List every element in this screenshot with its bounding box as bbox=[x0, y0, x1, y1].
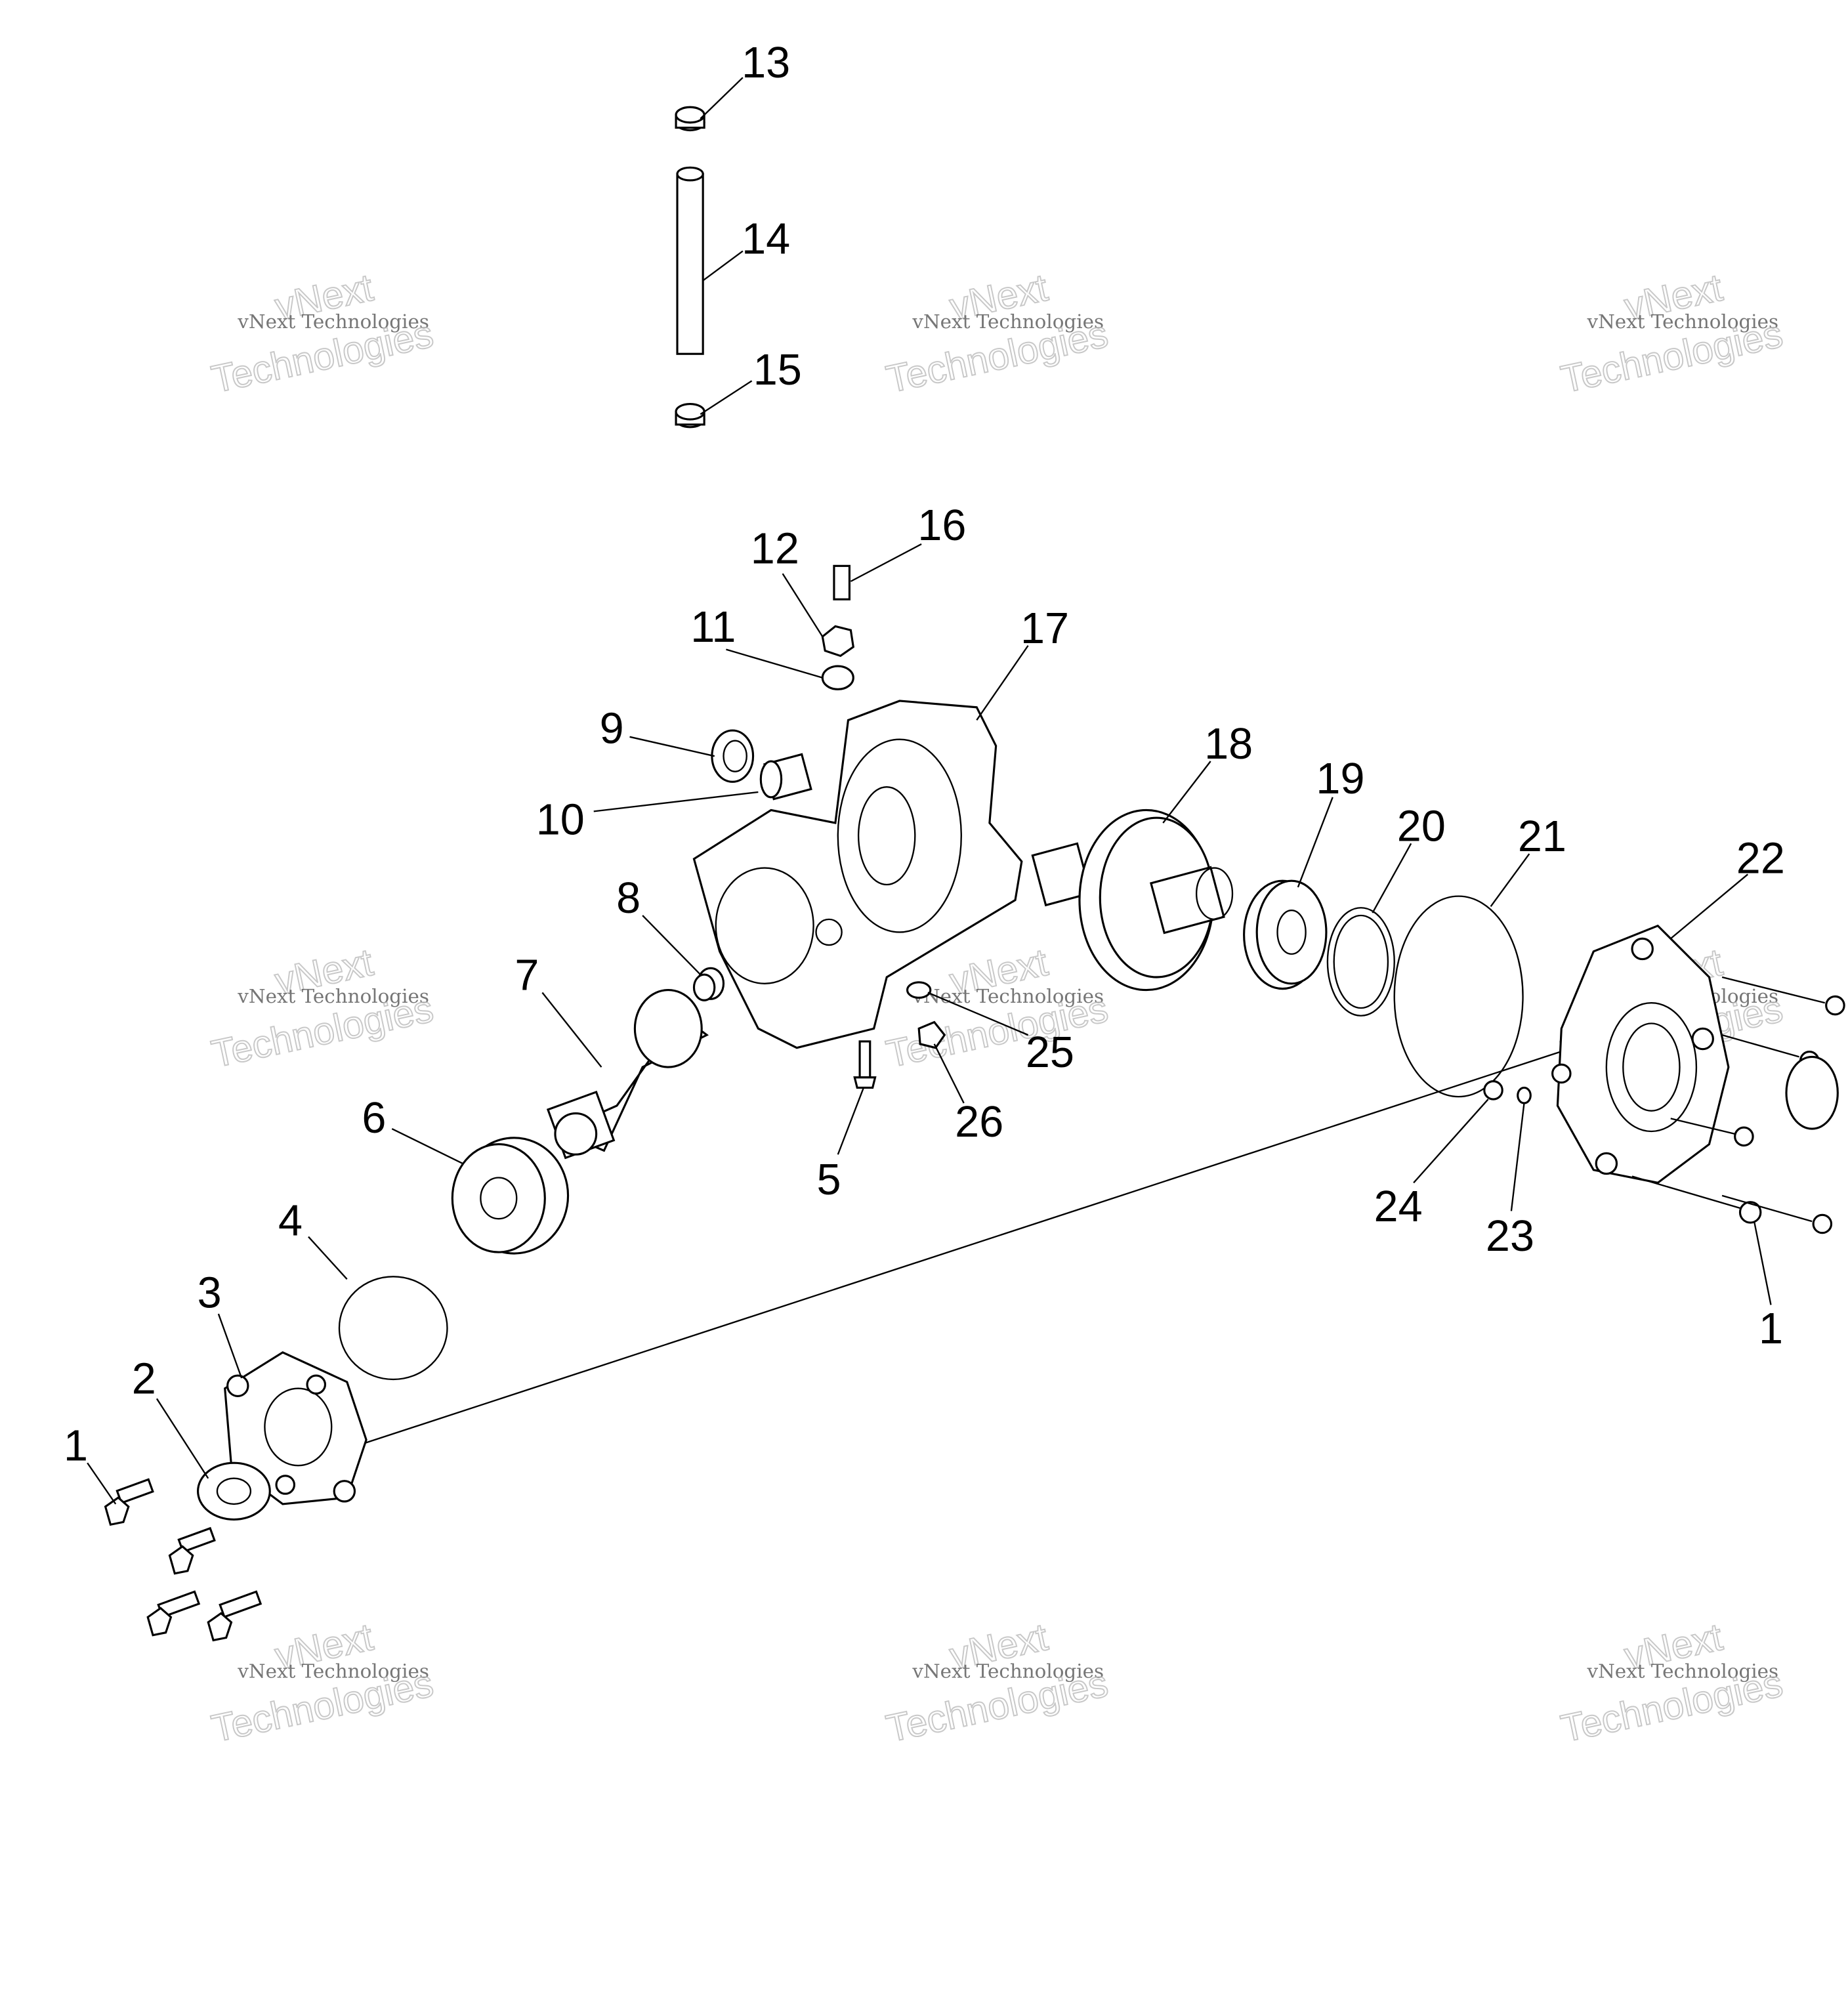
callout-24: 24 bbox=[1374, 1183, 1423, 1231]
part-24-plug bbox=[1483, 1080, 1503, 1101]
svg-text:vNext Technologies: vNext Technologies bbox=[1586, 1660, 1778, 1682]
part-12-plug bbox=[821, 625, 854, 658]
part-6-bearing bbox=[451, 1137, 570, 1255]
callout-20: 20 bbox=[1397, 802, 1446, 850]
callout-8: 8 bbox=[616, 874, 640, 923]
callout-11: 11 bbox=[690, 603, 736, 652]
svg-text:vNext Technologies: vNext Technologies bbox=[237, 310, 429, 333]
part-25-washer bbox=[906, 981, 932, 999]
part-17-housing bbox=[692, 700, 1023, 1049]
part-5-bolt bbox=[853, 1040, 877, 1089]
callout-labels: 13 14 15 16 12 11 17 9 10 18 19 20 21 22… bbox=[64, 39, 1785, 1470]
part-15-clamp bbox=[675, 403, 705, 429]
callout-3: 3 bbox=[198, 1269, 222, 1317]
watermark: vNext vNext Technologies Technologies bbox=[207, 1615, 438, 1751]
part-22-cover bbox=[1551, 924, 1730, 1184]
callout-23: 23 bbox=[1486, 1212, 1534, 1261]
callout-5: 5 bbox=[817, 1156, 841, 1204]
callout-22: 22 bbox=[1736, 834, 1785, 883]
watermark: vNext vNext Technologies Technologies bbox=[207, 266, 438, 402]
callout-25: 25 bbox=[1026, 1028, 1074, 1077]
part-8-bearing bbox=[692, 967, 725, 1001]
svg-text:vNext Technologies: vNext Technologies bbox=[912, 1660, 1104, 1682]
part-21-o-ring bbox=[1393, 895, 1524, 1098]
part-9-seal bbox=[711, 729, 755, 783]
part-1-bolts-left bbox=[104, 1478, 262, 1642]
parts bbox=[104, 106, 1845, 1642]
watermarks: vNext vNext Technologies Technologies vN… bbox=[207, 266, 1787, 1752]
part-19-bearing bbox=[1243, 879, 1328, 990]
callout-16: 16 bbox=[917, 501, 966, 550]
part-16-pin bbox=[833, 564, 850, 600]
part-14-hose bbox=[676, 166, 704, 355]
part-13-clamp bbox=[675, 106, 705, 132]
part-23-washer bbox=[1517, 1086, 1532, 1104]
callout-15: 15 bbox=[753, 346, 802, 394]
watermark: vNext vNext Technologies Technologies bbox=[1557, 1615, 1787, 1751]
part-10-bushing bbox=[759, 753, 812, 801]
watermark: vNext vNext Technologies Technologies bbox=[882, 1615, 1112, 1751]
part-1-bolts-right bbox=[1631, 976, 1845, 1234]
callout-2: 2 bbox=[132, 1354, 156, 1403]
part-26-plug bbox=[917, 1020, 946, 1049]
callout-12: 12 bbox=[751, 524, 799, 573]
callout-1-left: 1 bbox=[64, 1421, 88, 1470]
part-20-snap-ring bbox=[1326, 907, 1395, 1017]
svg-text:vNext Technologies: vNext Technologies bbox=[912, 310, 1104, 333]
svg-text:vNext Technologies: vNext Technologies bbox=[237, 985, 429, 1007]
callout-13: 13 bbox=[742, 39, 790, 87]
callout-10: 10 bbox=[536, 796, 585, 845]
callout-14: 14 bbox=[742, 215, 790, 263]
watermark: vNext vNext Technologies Technologies bbox=[207, 940, 438, 1076]
part-2-seal bbox=[197, 1461, 271, 1521]
callout-9: 9 bbox=[600, 705, 624, 753]
callout-26: 26 bbox=[955, 1098, 1003, 1146]
watermark: vNext vNext Technologies Technologies bbox=[882, 266, 1112, 402]
callout-6: 6 bbox=[362, 1094, 386, 1143]
svg-text:vNext Technologies: vNext Technologies bbox=[1586, 310, 1778, 333]
assembly-axis bbox=[257, 1015, 1671, 1479]
part-11-washer bbox=[821, 665, 854, 690]
callout-19: 19 bbox=[1316, 755, 1364, 803]
part-18-ring-gear bbox=[1031, 808, 1234, 992]
svg-text:vNext Technologies: vNext Technologies bbox=[237, 1660, 429, 1682]
svg-text:vNext Technologies: vNext Technologies bbox=[912, 985, 1104, 1007]
leader-lines bbox=[87, 77, 1772, 1505]
callout-1-right: 1 bbox=[1759, 1305, 1783, 1353]
callout-17: 17 bbox=[1020, 604, 1069, 653]
callout-4: 4 bbox=[278, 1197, 303, 1246]
watermark: vNext vNext Technologies Technologies bbox=[1557, 266, 1787, 402]
callout-21: 21 bbox=[1518, 812, 1566, 861]
callout-18: 18 bbox=[1204, 720, 1253, 768]
part-7-pinion-shaft bbox=[546, 989, 709, 1160]
part-4-o-ring bbox=[338, 1276, 448, 1381]
callout-7: 7 bbox=[514, 952, 539, 1000]
